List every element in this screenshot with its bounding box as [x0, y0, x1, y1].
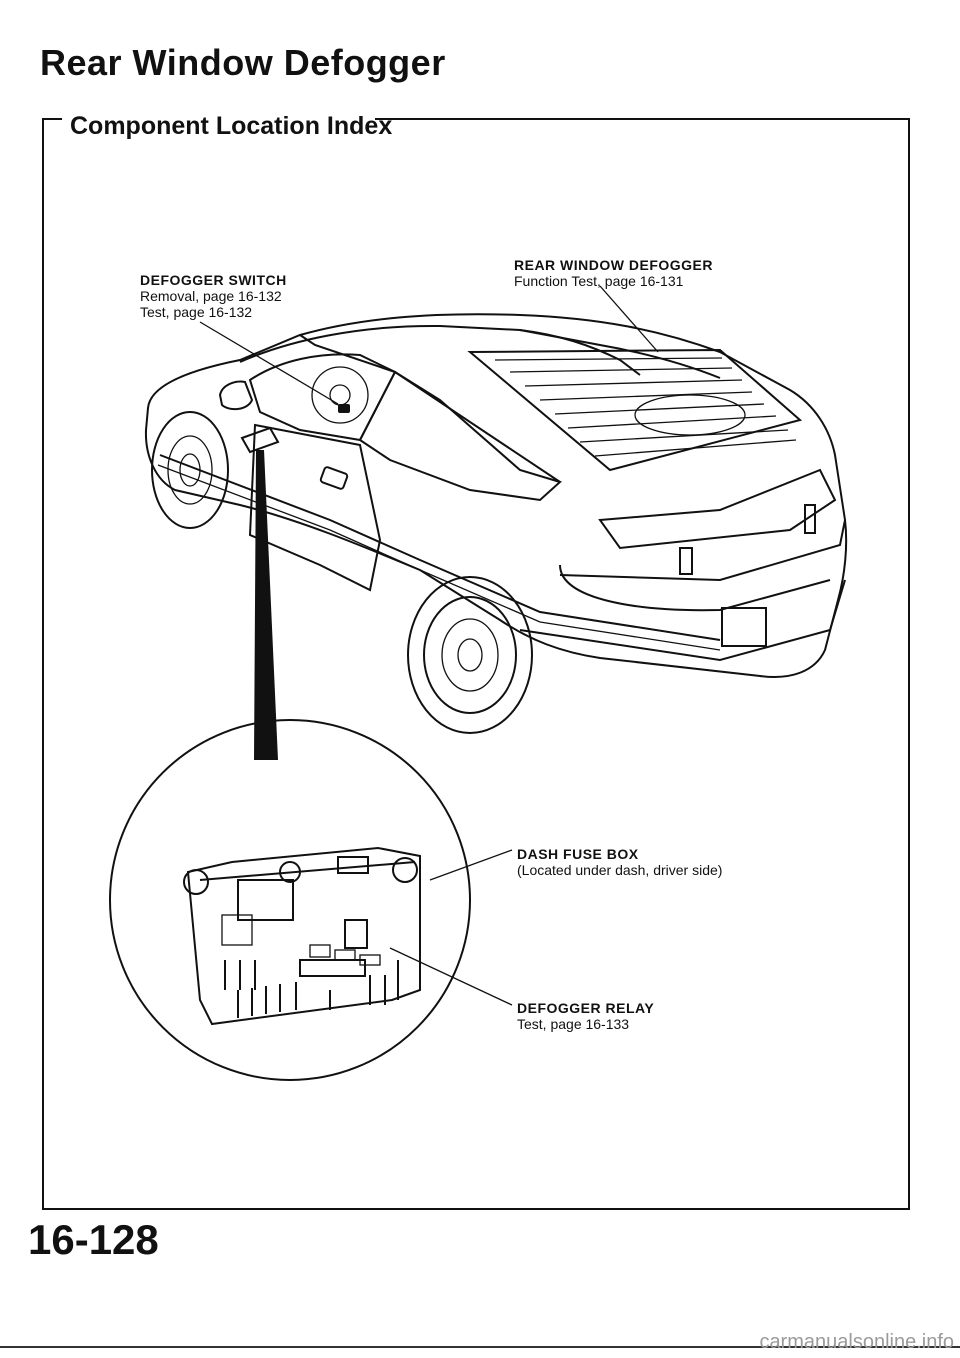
- callout-defogger-relay: DEFOGGER RELAY Test, page 16-133: [517, 1000, 654, 1032]
- page-number: 16-128: [28, 1216, 159, 1263]
- defogger-switch-removal: Removal, page 16-132: [140, 288, 282, 304]
- defogger-relay-label: DEFOGGER RELAY: [517, 1000, 655, 1016]
- leader-lines: [199, 285, 659, 1006]
- frame-right: [908, 118, 910, 1210]
- callout-defogger-switch: DEFOGGER SWITCH Removal, page 16-132 Tes…: [140, 272, 287, 320]
- rear-window-defogger-detail: Function Test, page 16-131: [514, 273, 684, 289]
- frame-bottom: [42, 1208, 910, 1210]
- frame-top-left: [42, 118, 62, 120]
- watermark: carmanualsonline.info: [759, 1331, 954, 1353]
- dash-fuse-box-label: DASH FUSE BOX: [517, 846, 639, 862]
- defogger-switch-test: Test, page 16-132: [140, 304, 253, 320]
- rear-window-defogger-label: REAR WINDOW DEFOGGER: [514, 257, 713, 273]
- frame-top-right: [375, 118, 910, 120]
- callout-dash-fuse-box: DASH FUSE BOX (Located under dash, drive…: [517, 846, 722, 878]
- fuse-box-illustration: [109, 719, 471, 1081]
- footer-rule: [0, 1346, 960, 1348]
- section-title: Component Location Index: [70, 112, 393, 140]
- page-title: Rear Window Defogger: [40, 42, 446, 83]
- car-illustration: [144, 313, 848, 734]
- defogger-switch-label: DEFOGGER SWITCH: [140, 272, 287, 288]
- dash-fuse-box-detail: (Located under dash, driver side): [517, 862, 723, 878]
- callout-rear-window-defogger: REAR WINDOW DEFOGGER Function Test, page…: [514, 257, 713, 289]
- frame-left: [42, 118, 44, 1208]
- defogger-relay-detail: Test, page 16-133: [517, 1016, 630, 1032]
